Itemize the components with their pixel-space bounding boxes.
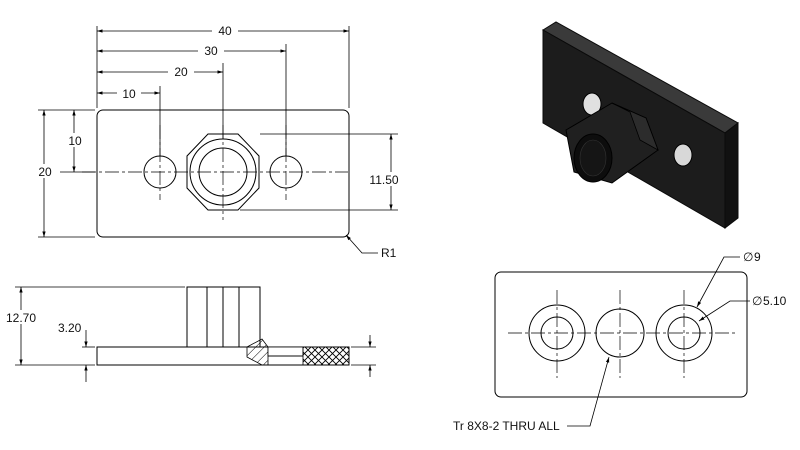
iso-hole-right [673,143,693,167]
bottom-plate-outline [494,271,748,398]
dim-12-70-label: 12.70 [6,311,36,325]
top-view: 40 30 20 10 20 10 11.50 R1 [36,23,407,260]
dim-40-label: 40 [218,24,232,38]
dia510-symbol: ∅ [752,294,762,308]
dim-10-vertical-label: 10 [68,134,82,148]
thread-leader [567,356,610,427]
hex-nut-outline [186,133,260,211]
dim-20-horizontal-label: 20 [174,65,188,79]
nut-inner-circle [198,147,248,197]
isometric-view [542,21,739,230]
bottom-right-inner [667,316,701,350]
r1-label: R1 [381,246,397,260]
r1-leader [345,234,378,254]
dia510-label: 5.10 [763,294,787,308]
bottom-left-outer [528,304,586,362]
iso-hex-top [611,102,659,151]
dim-3-20-label: 3.20 [58,321,82,335]
dim-30-label: 30 [204,44,218,58]
dia510-leader [698,300,750,322]
side-view: 12.70 3.20 [3,286,376,382]
bottom-center-bore [595,308,645,358]
thread-note: Tr 8X8-2 THRU ALL [453,419,560,433]
section-hatch-right [302,346,350,366]
dim-10-horizontal-label: 10 [122,87,136,101]
bottom-right-outer [655,304,713,362]
dim-11-50-label: 11.50 [369,173,398,187]
section-cavity [267,346,304,357]
dia9-symbol: ∅ [743,250,753,264]
dia9-label: 9 [754,250,761,264]
bottom-view: ∅ 9 ∅ 5.10 Tr 8X8-2 THRU ALL [453,250,787,433]
dim-20-vertical-label: 20 [38,165,52,179]
bottom-left-inner [540,316,574,350]
section-hatch-left [246,338,269,366]
plate-right-face [724,121,739,230]
dia9-leader [696,256,740,308]
